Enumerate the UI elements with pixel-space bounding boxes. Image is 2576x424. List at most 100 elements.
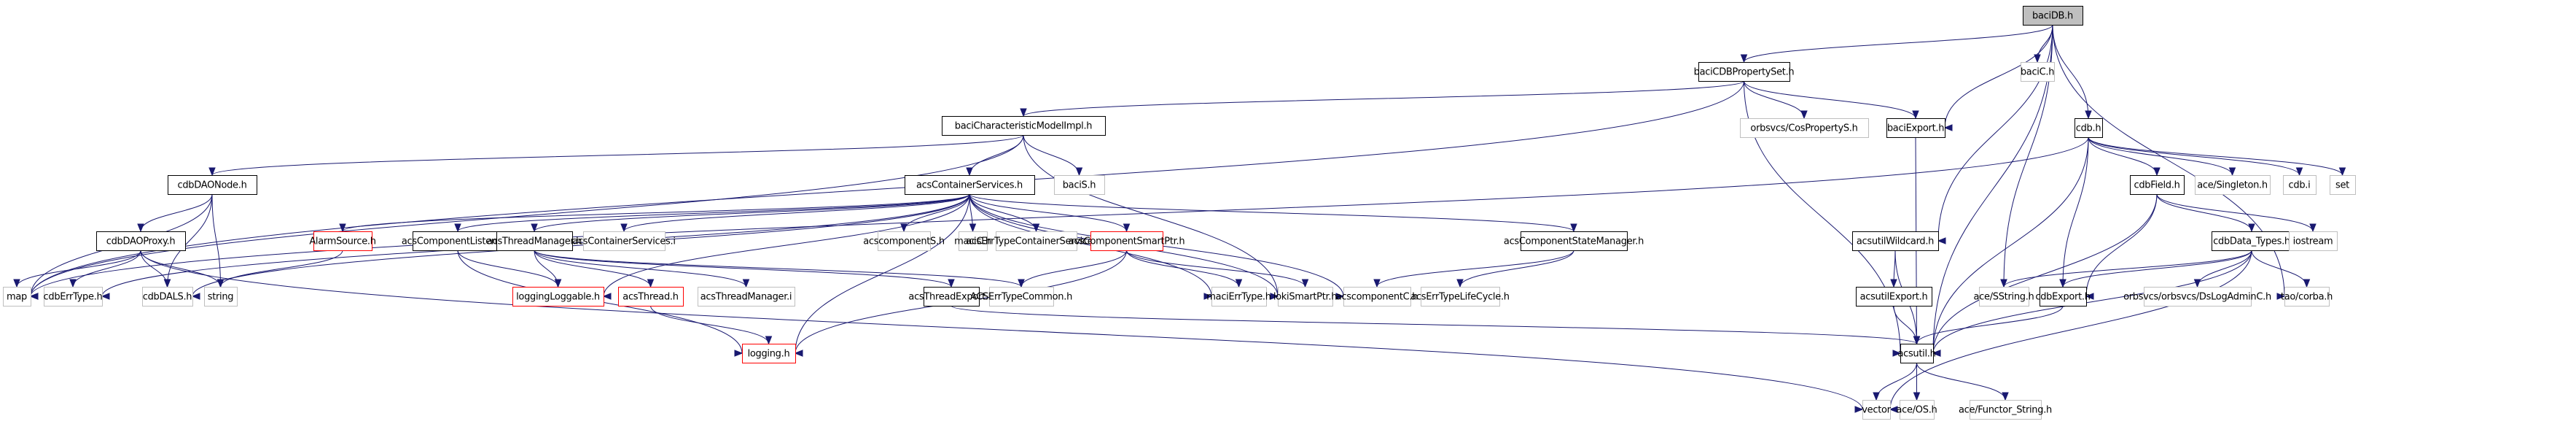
node-box[interactable] xyxy=(313,231,372,251)
node-box[interactable] xyxy=(1698,62,1790,82)
node-box[interactable] xyxy=(2289,231,2338,251)
node-acs-container-services[interactable]: acsContainerServices.h xyxy=(905,175,1035,195)
node-acs-thread-export[interactable]: acsThreadExport.h xyxy=(908,287,994,307)
node-ace-singleton[interactable]: ace/Singleton.h xyxy=(2195,175,2271,195)
node-box[interactable] xyxy=(1740,118,1869,138)
node-acs-container-services-i[interactable]: acsContainerServices.i xyxy=(572,231,676,251)
node-box[interactable] xyxy=(1970,400,2042,420)
node-cdb[interactable]: cdb.h xyxy=(2075,118,2103,138)
node-box[interactable] xyxy=(1886,118,1945,138)
node-box[interactable] xyxy=(2330,175,2356,195)
node-box[interactable] xyxy=(618,287,684,307)
node-acs-component-state-manager[interactable]: acsComponentStateManager.h xyxy=(1504,231,1644,251)
node-box[interactable] xyxy=(959,231,988,251)
node-acs-err-type-container-services[interactable]: acsErrTypeContainerServices.h xyxy=(966,231,1106,251)
edge-line xyxy=(795,193,970,354)
node-acs-component-smart-ptr[interactable]: acsComponentSmartPtr.h xyxy=(1069,231,1185,251)
node-cdb-dals[interactable]: cdbDALS.h xyxy=(142,287,193,307)
node-ace-functor-string[interactable]: ace/Functor_String.h xyxy=(1959,400,2052,420)
node-acscomponent-c[interactable]: acscomponentC.h xyxy=(1336,287,1418,307)
node-map[interactable]: map xyxy=(3,287,31,307)
node-set[interactable]: set xyxy=(2330,175,2356,195)
node-alarm-source[interactable]: AlarmSource.h xyxy=(309,231,376,251)
node-cos-property-s[interactable]: orbsvcs/CosPropertyS.h xyxy=(1740,118,1869,138)
node-acs-thread-manager-i[interactable]: acsThreadManager.i xyxy=(698,287,795,307)
node-box[interactable] xyxy=(204,287,238,307)
node-box[interactable] xyxy=(2023,6,2083,26)
node-vector[interactable]: vector xyxy=(1862,400,1892,420)
node-box[interactable] xyxy=(1852,231,1939,251)
node-ds-log-admin-c[interactable]: orbsvcs/orbsvcs/DsLogAdminC.h xyxy=(2123,287,2271,307)
node-box[interactable] xyxy=(512,287,604,307)
node-box[interactable] xyxy=(2144,287,2252,307)
node-ace-os[interactable]: ace/OS.h xyxy=(1897,400,1937,420)
node-iostream[interactable]: iostream xyxy=(2289,231,2338,251)
node-box[interactable] xyxy=(942,116,1106,136)
node-cdbi[interactable]: cdb.i xyxy=(2283,175,2317,195)
node-box[interactable] xyxy=(2130,175,2185,195)
node-baci-cdbproperty-set[interactable]: baciCDBPropertySet.h xyxy=(1694,62,1795,82)
node-baci-c[interactable]: baciC.h xyxy=(2021,62,2055,82)
node-box[interactable] xyxy=(96,231,186,251)
node-baci-export[interactable]: baciExport.h xyxy=(1886,118,1945,138)
node-box[interactable] xyxy=(698,287,795,307)
node-box[interactable] xyxy=(1278,287,1333,307)
node-box[interactable] xyxy=(924,287,980,307)
node-box[interactable] xyxy=(142,287,193,307)
node-acsutil-wildcard[interactable]: acsutilWildcard.h xyxy=(1852,231,1939,251)
node-cdb-err-type[interactable]: cdbErrType.h xyxy=(44,287,103,307)
node-acserr-type-common[interactable]: ACSErrTypeCommon.h xyxy=(970,287,1072,307)
node-acs-err-type-life-cycle[interactable]: acsErrTypeLifeCycle.h xyxy=(1410,287,1510,307)
node-maci-err-type[interactable]: maciErrType.h xyxy=(1206,287,1271,307)
node-box[interactable] xyxy=(1343,287,1411,307)
node-cdb-data-types[interactable]: cdbData_Types.h xyxy=(2212,231,2292,251)
node-loki-smart-ptr[interactable]: lokiSmartPtr.h xyxy=(1273,287,1338,307)
node-box[interactable] xyxy=(2075,118,2103,138)
node-box[interactable] xyxy=(168,175,257,195)
node-cdb-daonode[interactable]: cdbDAONode.h xyxy=(168,175,257,195)
node-box[interactable] xyxy=(1090,231,1163,251)
node-box[interactable] xyxy=(583,231,666,251)
node-box[interactable] xyxy=(1521,231,1628,251)
node-cdb-daoproxy[interactable]: cdbDAOProxy.h xyxy=(96,231,186,251)
node-baci-db[interactable]: baciDB.h xyxy=(2023,6,2083,26)
node-acs-thread[interactable]: acsThread.h xyxy=(618,287,684,307)
node-logging-loggable[interactable]: loggingLoggable.h xyxy=(512,287,604,307)
node-box[interactable] xyxy=(44,287,103,307)
node-box[interactable] xyxy=(1862,400,1891,420)
node-box[interactable] xyxy=(989,287,1054,307)
node-box[interactable] xyxy=(1211,287,1267,307)
node-maci-c[interactable]: maciC.h xyxy=(954,231,991,251)
node-box[interactable] xyxy=(2040,287,2087,307)
node-box[interactable] xyxy=(996,231,1077,251)
node-string[interactable]: string xyxy=(204,287,238,307)
node-box[interactable] xyxy=(742,344,796,363)
node-box[interactable] xyxy=(2021,62,2055,82)
node-box[interactable] xyxy=(2283,175,2317,195)
node-box[interactable] xyxy=(1979,287,2029,307)
node-ace-sstring[interactable]: ace/SString.h xyxy=(1973,287,2034,307)
node-acscomponent-s[interactable]: acscomponentS.h xyxy=(863,231,945,251)
node-box[interactable] xyxy=(2212,231,2292,251)
node-logging[interactable]: logging.h xyxy=(742,344,796,363)
node-box[interactable] xyxy=(3,287,31,307)
node-box[interactable] xyxy=(2195,175,2271,195)
node-tao-corba[interactable]: tao/corba.h xyxy=(2281,287,2333,307)
node-box[interactable] xyxy=(2284,287,2330,307)
node-box[interactable] xyxy=(905,175,1035,195)
node-box[interactable] xyxy=(878,231,931,251)
node-acsutil-export[interactable]: acsutilExport.h xyxy=(1856,287,1932,307)
node-cdb-field[interactable]: cdbField.h xyxy=(2130,175,2185,195)
node-box[interactable] xyxy=(1900,400,1935,420)
node-cdb-export[interactable]: cdbExport.h xyxy=(2035,287,2091,307)
node-box[interactable] xyxy=(496,231,573,251)
edge-acsutilWildcard-to-acsutilExport xyxy=(1890,250,1897,288)
node-box[interactable] xyxy=(1054,175,1105,195)
node-acs-thread-manager[interactable]: acsThreadManager.h xyxy=(487,231,582,251)
node-baci-characteristic-model-impl[interactable]: baciCharacteristicModelImpl.h xyxy=(942,116,1106,136)
node-box[interactable] xyxy=(1856,287,1932,307)
node-acsutil[interactable]: acsutil.h xyxy=(1897,344,1936,363)
node-box[interactable] xyxy=(1421,287,1500,307)
node-baci-s[interactable]: baciS.h xyxy=(1054,175,1105,195)
node-box[interactable] xyxy=(1900,344,1934,363)
